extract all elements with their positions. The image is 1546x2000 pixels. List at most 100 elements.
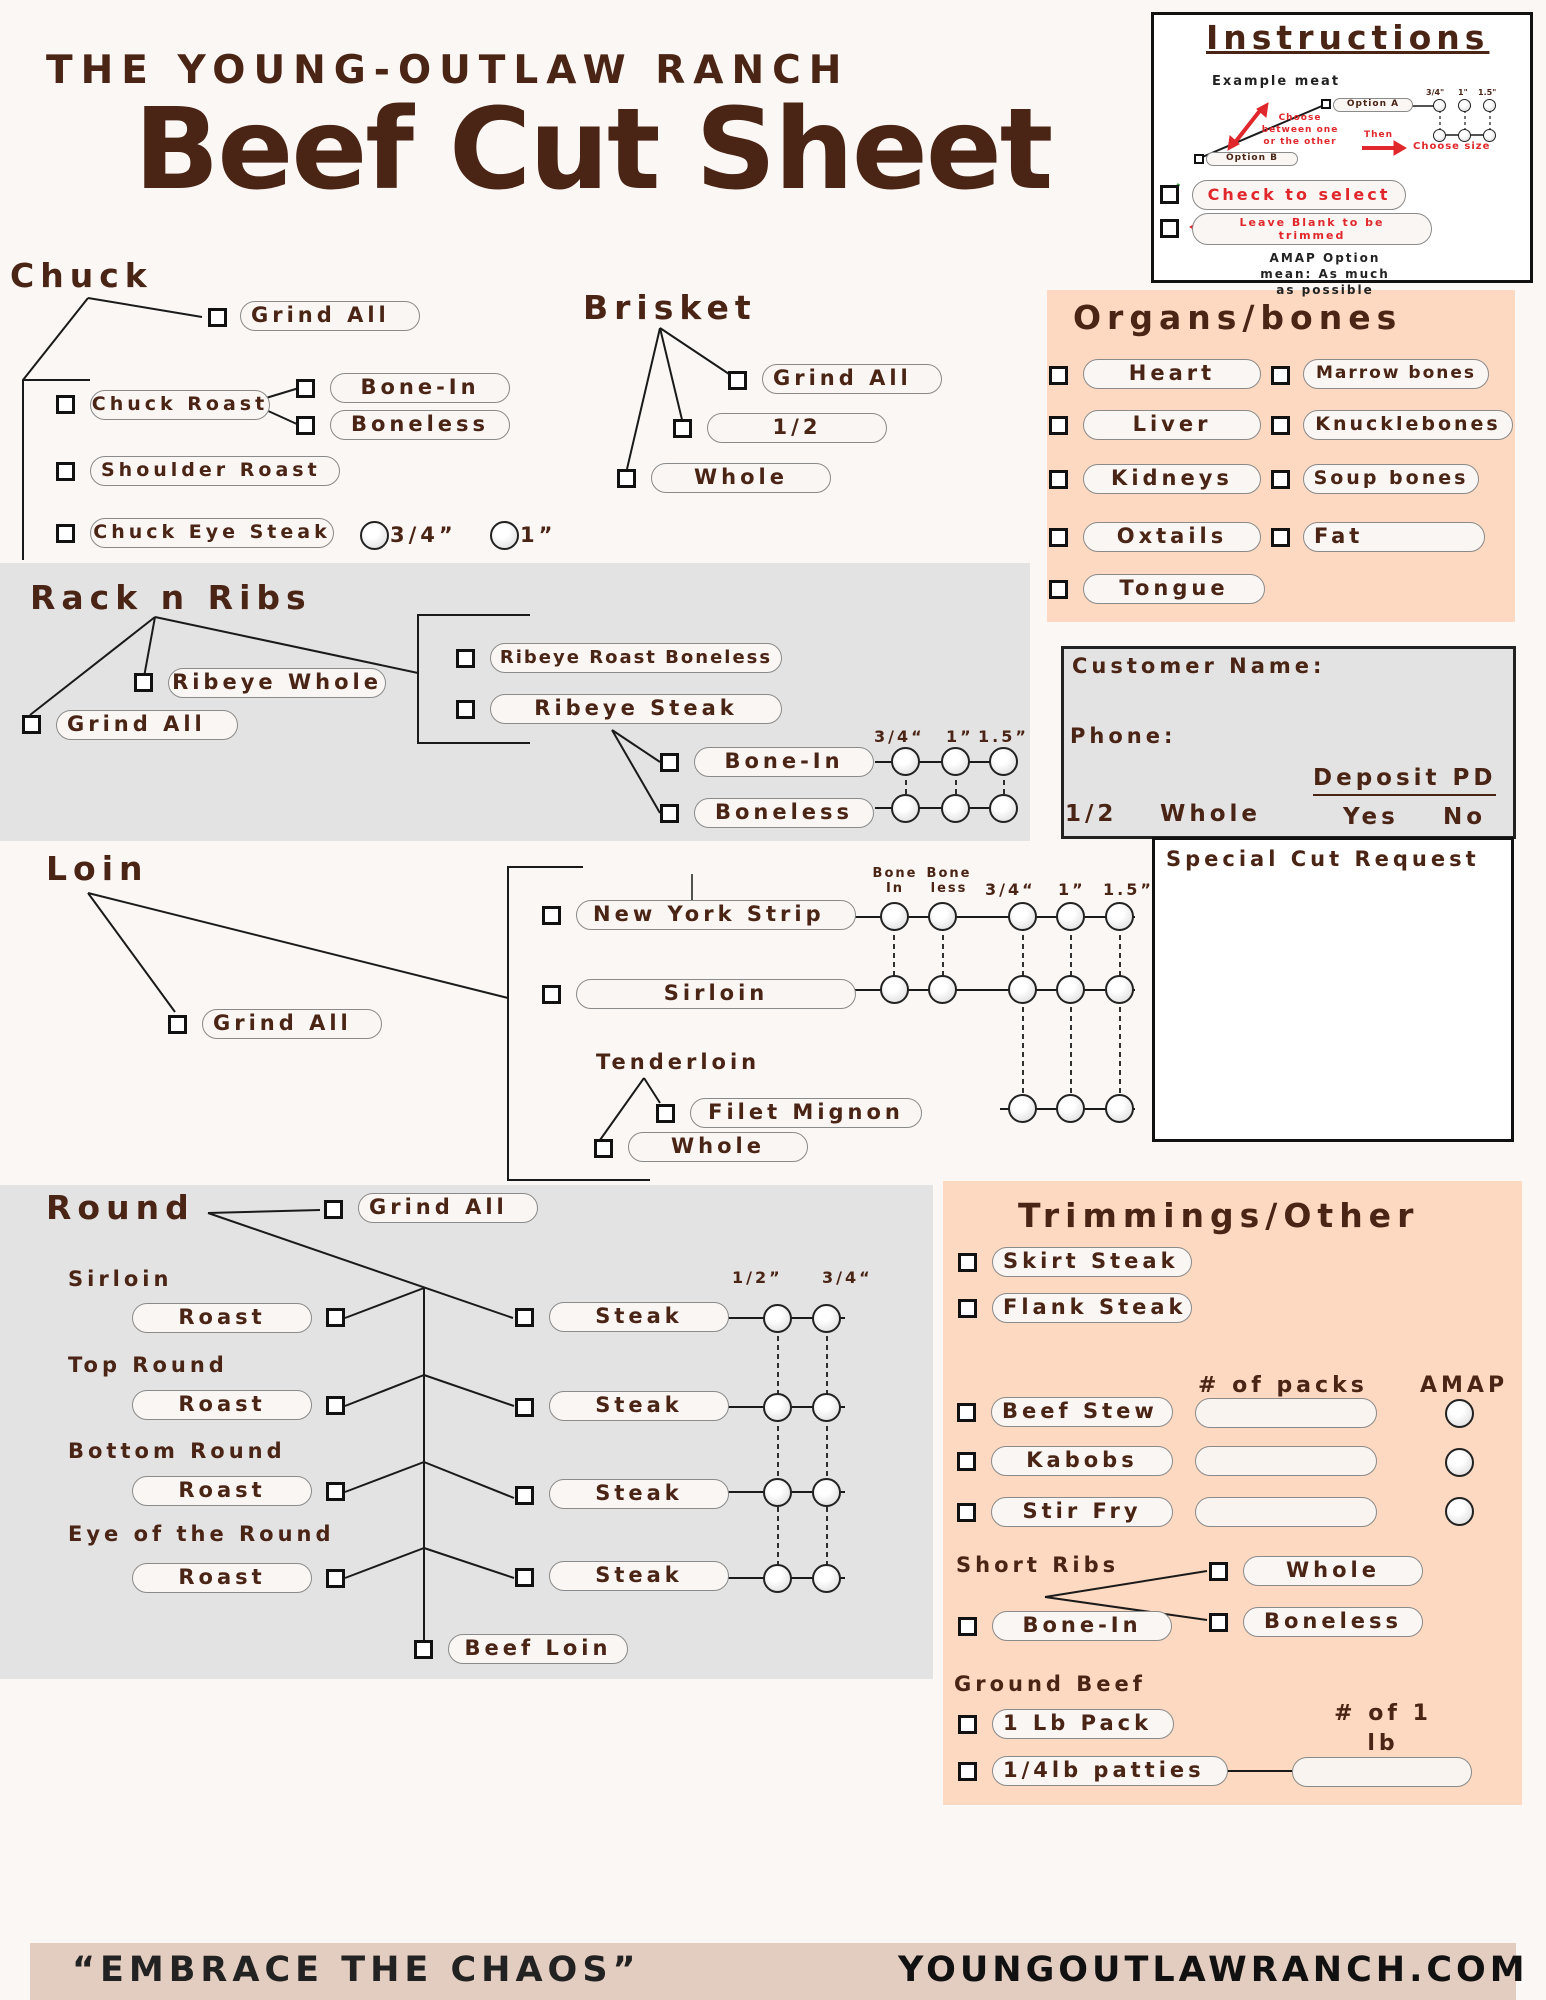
deposit-yes[interactable]: Yes bbox=[1343, 804, 1399, 830]
brisket-whole-checkbox[interactable] bbox=[617, 469, 636, 488]
chuck-eye-radio-34[interactable] bbox=[360, 521, 389, 550]
round-bottom-radio-34[interactable] bbox=[812, 1478, 841, 1507]
special-box bbox=[1152, 837, 1514, 1142]
round-sirloin-roast-checkbox[interactable] bbox=[326, 1308, 345, 1327]
filet-radio-1[interactable] bbox=[1056, 1094, 1085, 1123]
patties-packs-input[interactable] bbox=[1292, 1757, 1472, 1787]
round-sirloin-radio-12[interactable] bbox=[763, 1304, 792, 1333]
rack-bone-in-radio-15[interactable] bbox=[989, 747, 1018, 776]
instr-choose-one: Choose between one or the other bbox=[1261, 113, 1339, 147]
sirloin-radio-1[interactable] bbox=[1056, 975, 1085, 1004]
organ-oxtails-checkbox[interactable] bbox=[1049, 528, 1068, 547]
stew-packs-input[interactable] bbox=[1195, 1398, 1377, 1428]
organ-tongue-checkbox[interactable] bbox=[1049, 580, 1068, 599]
kabobs-checkbox[interactable] bbox=[957, 1452, 976, 1471]
round-sub-bottom: Bottom Round bbox=[68, 1439, 286, 1463]
round-eye-steak-checkbox[interactable] bbox=[515, 1568, 534, 1587]
round-bottom-roast-checkbox[interactable] bbox=[326, 1482, 345, 1501]
loin-boneless-header: Bone less bbox=[926, 866, 972, 896]
round-bottom-radio-12[interactable] bbox=[763, 1478, 792, 1507]
sirloin-radio-boneless[interactable] bbox=[928, 975, 957, 1004]
rack-bone-in-radio-1[interactable] bbox=[941, 747, 970, 776]
nys-radio-boneless[interactable] bbox=[928, 902, 957, 931]
ribeye-roast-checkbox[interactable] bbox=[456, 649, 475, 668]
deposit-no[interactable]: No bbox=[1443, 804, 1487, 830]
nys-checkbox[interactable] bbox=[542, 906, 561, 925]
round-top-radio-12[interactable] bbox=[763, 1393, 792, 1422]
rack-boneless-radio-34[interactable] bbox=[891, 794, 920, 823]
special-title: Special Cut Request bbox=[1166, 847, 1480, 871]
short-whole-checkbox[interactable] bbox=[1209, 1562, 1228, 1581]
sirloin-radio-15[interactable] bbox=[1105, 975, 1134, 1004]
round-top-radio-34[interactable] bbox=[812, 1393, 841, 1422]
round-eye-roast-checkbox[interactable] bbox=[326, 1569, 345, 1588]
rack-boneless-checkbox[interactable] bbox=[660, 804, 679, 823]
chuck-eye-radio-1[interactable] bbox=[490, 521, 519, 550]
rack-boneless-radio-15[interactable] bbox=[989, 794, 1018, 823]
round-sirloin-steak-checkbox[interactable] bbox=[515, 1308, 534, 1327]
chuck-bone-in-checkbox[interactable] bbox=[296, 379, 315, 398]
bone-marrow-checkbox[interactable] bbox=[1271, 366, 1290, 385]
nys-radio-34[interactable] bbox=[1008, 902, 1037, 931]
nys-radio-1[interactable] bbox=[1056, 902, 1085, 931]
footer-site[interactable]: YOUNGOUTLAWRANCH.COM bbox=[898, 1950, 1529, 1990]
bone-soup-checkbox[interactable] bbox=[1271, 470, 1290, 489]
sirloin-checkbox[interactable] bbox=[542, 985, 561, 1004]
chuck-roast-checkbox[interactable] bbox=[56, 395, 75, 414]
flank-checkbox[interactable] bbox=[958, 1299, 977, 1318]
ribeye-steak-checkbox[interactable] bbox=[456, 700, 475, 719]
stew-checkbox[interactable] bbox=[957, 1403, 976, 1422]
sirloin-radio-34[interactable] bbox=[1008, 975, 1037, 1004]
ribeye-whole-checkbox[interactable] bbox=[134, 673, 153, 692]
nys-radio-15[interactable] bbox=[1105, 902, 1134, 931]
filet-radio-34[interactable] bbox=[1008, 1094, 1037, 1123]
organ-heart-checkbox[interactable] bbox=[1049, 366, 1068, 385]
short-boneless-checkbox[interactable] bbox=[1209, 1613, 1228, 1632]
stir-fry-checkbox[interactable] bbox=[957, 1503, 976, 1522]
kabobs-packs-input[interactable] bbox=[1195, 1446, 1377, 1476]
round-eye-radio-34[interactable] bbox=[812, 1564, 841, 1593]
stir-fry-packs-input[interactable] bbox=[1195, 1497, 1377, 1527]
special-request-area[interactable] bbox=[1160, 880, 1506, 1136]
shoulder-roast-checkbox[interactable] bbox=[56, 462, 75, 481]
ground-beef-label: Ground Beef bbox=[954, 1672, 1146, 1696]
brisket-half-checkbox[interactable] bbox=[673, 419, 692, 438]
rack-boneless-radio-1[interactable] bbox=[941, 794, 970, 823]
rack-grind-checkbox[interactable] bbox=[22, 715, 41, 734]
chuck-grind-checkbox[interactable] bbox=[208, 308, 227, 327]
beef-loin-checkbox[interactable] bbox=[414, 1640, 433, 1659]
short-bone-in-checkbox[interactable] bbox=[958, 1617, 977, 1636]
chuck-boneless-checkbox[interactable] bbox=[296, 416, 315, 435]
round-top-steak-checkbox[interactable] bbox=[515, 1398, 534, 1417]
bone-knuckle-checkbox[interactable] bbox=[1271, 416, 1290, 435]
skirt-checkbox[interactable] bbox=[958, 1253, 977, 1272]
round-sirloin-radio-34[interactable] bbox=[812, 1304, 841, 1333]
round-eye-radio-12[interactable] bbox=[763, 1564, 792, 1593]
stew-amap-radio[interactable] bbox=[1445, 1399, 1474, 1428]
patties-checkbox[interactable] bbox=[958, 1762, 977, 1781]
nys-radio-bone-in[interactable] bbox=[880, 902, 909, 931]
organ-liver-checkbox[interactable] bbox=[1049, 416, 1068, 435]
brisket-grind-checkbox[interactable] bbox=[728, 371, 747, 390]
loin-size-15: 1.5” bbox=[1103, 880, 1154, 899]
filet-checkbox[interactable] bbox=[656, 1104, 675, 1123]
instr-size-3: 1.5" bbox=[1478, 88, 1497, 97]
rack-bone-in-checkbox[interactable] bbox=[660, 753, 679, 772]
bone-fat-checkbox[interactable] bbox=[1271, 528, 1290, 547]
loin-grind-checkbox[interactable] bbox=[168, 1015, 187, 1034]
round-top-roast-checkbox[interactable] bbox=[326, 1396, 345, 1415]
round-bottom-steak-checkbox[interactable] bbox=[515, 1486, 534, 1505]
round-grind-checkbox[interactable] bbox=[324, 1200, 343, 1219]
order-half[interactable]: 1/2 bbox=[1065, 801, 1118, 827]
tenderloin-whole-checkbox[interactable] bbox=[594, 1139, 613, 1158]
rack-bone-in-radio-34[interactable] bbox=[891, 747, 920, 776]
lb-pack-checkbox[interactable] bbox=[958, 1715, 977, 1734]
order-whole[interactable]: Whole bbox=[1160, 801, 1262, 827]
filet-radio-15[interactable] bbox=[1105, 1094, 1134, 1123]
round-panel bbox=[0, 1185, 933, 1679]
sirloin-radio-bone-in[interactable] bbox=[880, 975, 909, 1004]
stir-fry-amap-radio[interactable] bbox=[1445, 1497, 1474, 1526]
organ-kidneys-checkbox[interactable] bbox=[1049, 470, 1068, 489]
kabobs-amap-radio[interactable] bbox=[1445, 1448, 1474, 1477]
chuck-eye-checkbox[interactable] bbox=[56, 524, 75, 543]
